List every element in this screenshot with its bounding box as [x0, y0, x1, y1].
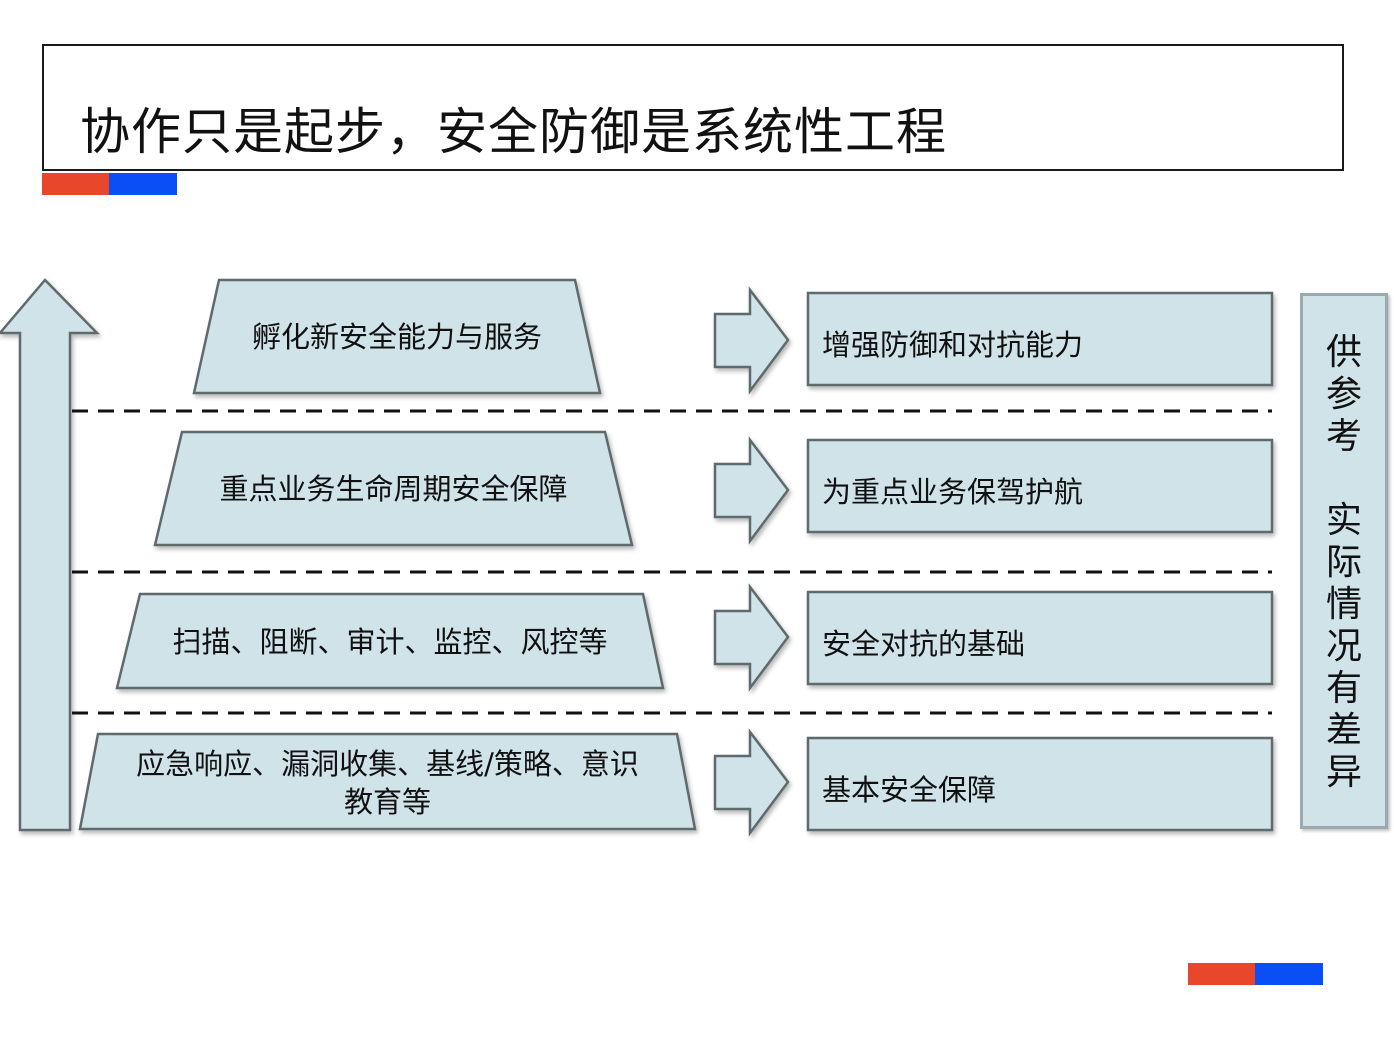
layer-4-left-label-line1: 应急响应、漏洞收集、基线/策略、意识 [136, 747, 639, 781]
side-note-char: 情 [1325, 584, 1362, 625]
layer-1-left-label: 孵化新安全能力与服务 [251, 320, 542, 354]
side-note-char: 参 [1325, 374, 1362, 415]
right-arrow-2 [713, 436, 790, 545]
side-note-char: 供 [1325, 332, 1362, 373]
accent-bar-blue [109, 173, 177, 195]
layer-3-left-label: 扫描、阻断、审计、监控、风控等 [172, 625, 608, 659]
trapezoid-3 [115, 592, 665, 690]
right-arrow-4 [713, 728, 790, 837]
side-note-char: 考 [1325, 416, 1362, 457]
side-note-char: 际 [1325, 542, 1362, 583]
accent-bar-red [42, 173, 109, 195]
trapezoid-2 [153, 430, 634, 547]
trapezoid-4 [78, 732, 697, 831]
side-note-char: 况 [1325, 626, 1362, 667]
side-note-box: 供 参 考 实 际 情 况 有 差 异 [1300, 293, 1388, 829]
footer-accent-red [1188, 963, 1255, 985]
side-note-char: 有 [1325, 668, 1362, 709]
layer-2-right-label: 为重点业务保驾护航 [822, 475, 1084, 509]
result-box-3 [806, 590, 1274, 686]
right-arrow-1 [713, 286, 790, 395]
layer-3-right-label: 安全对抗的基础 [822, 627, 1026, 661]
result-box-1 [806, 291, 1274, 387]
footer-accent-blue [1255, 963, 1323, 985]
result-box-4 [806, 736, 1274, 832]
layer-2-left-label: 重点业务生命周期安全保障 [219, 472, 568, 506]
layer-4-left-label-line2: 教育等 [343, 785, 431, 819]
result-box-2 [806, 438, 1274, 534]
layer-1-right-label: 增强防御和对抗能力 [822, 328, 1084, 362]
upward-arrow [0, 278, 100, 832]
right-arrow-3 [713, 583, 790, 692]
side-note-char: 差 [1325, 710, 1362, 751]
title-box: 协作只是起步，安全防御是系统性工程 [42, 44, 1344, 171]
side-note-char: 异 [1325, 752, 1362, 793]
trapezoid-1 [192, 278, 602, 395]
side-note-text: 供 参 考 实 际 情 况 有 差 异 [1303, 332, 1385, 794]
side-note-char: 实 [1325, 500, 1362, 541]
page-title: 协作只是起步，安全防御是系统性工程 [80, 103, 947, 161]
layer-4-right-label: 基本安全保障 [822, 773, 997, 807]
side-note-gap [1303, 458, 1385, 500]
